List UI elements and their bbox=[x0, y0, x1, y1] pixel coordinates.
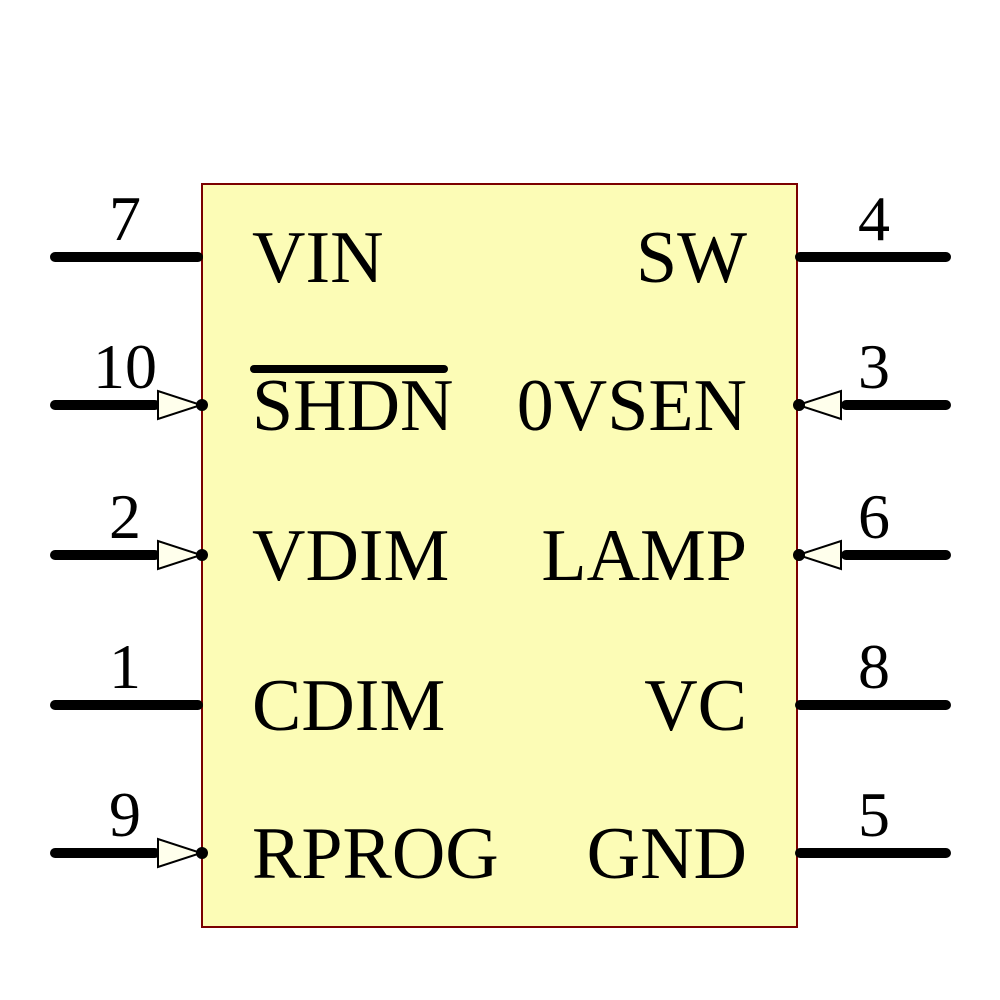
pin-10-number: 10 bbox=[93, 331, 157, 402]
pin-6-number: 6 bbox=[858, 481, 890, 552]
pin-4-line bbox=[795, 252, 951, 262]
pin-name-shdn: SHDN bbox=[252, 365, 454, 447]
pin-name-vin: VIN bbox=[252, 217, 384, 299]
symbol-body bbox=[201, 183, 798, 928]
pin-10-input-arrow-icon bbox=[157, 389, 203, 421]
pin-9-number: 9 bbox=[109, 779, 141, 850]
pin-2-number: 2 bbox=[109, 481, 141, 552]
pin-6-tip-dot bbox=[793, 549, 805, 561]
pin-5-number: 5 bbox=[858, 779, 890, 850]
pin-6-line bbox=[841, 550, 951, 560]
pin-2-tip-dot bbox=[196, 549, 208, 561]
pin-name-gnd: GND bbox=[586, 813, 747, 895]
pin-8-line bbox=[795, 700, 951, 710]
pin-4-number: 4 bbox=[858, 183, 890, 254]
pin-8-number: 8 bbox=[858, 631, 890, 702]
pin-3-line bbox=[841, 400, 951, 410]
pin-name-cdim: CDIM bbox=[252, 665, 446, 747]
pin-9-input-arrow-icon bbox=[157, 837, 203, 869]
pin-name-lamp: LAMP bbox=[541, 515, 747, 597]
pin-6-input-arrow-icon bbox=[796, 539, 842, 571]
pin-1-number: 1 bbox=[109, 631, 141, 702]
pin-10-line bbox=[50, 400, 160, 410]
pin-name-vdim: VDIM bbox=[252, 515, 450, 597]
pin-7-number: 7 bbox=[109, 183, 141, 254]
pin-name-vc: VC bbox=[644, 665, 747, 747]
pin-7-line bbox=[50, 252, 203, 262]
pin-name-rprog: RPROG bbox=[252, 813, 499, 895]
pin-name-0vsen: 0VSEN bbox=[516, 365, 747, 447]
shdn-overline bbox=[250, 365, 448, 373]
pin-3-number: 3 bbox=[858, 331, 890, 402]
pin-5-line bbox=[795, 848, 951, 858]
pin-name-sw: SW bbox=[636, 217, 747, 299]
pin-9-line bbox=[50, 848, 160, 858]
pin-3-tip-dot bbox=[793, 399, 805, 411]
pin-9-tip-dot bbox=[196, 847, 208, 859]
pin-3-input-arrow-icon bbox=[796, 389, 842, 421]
pin-10-tip-dot bbox=[196, 399, 208, 411]
pin-2-line bbox=[50, 550, 160, 560]
pin-2-input-arrow-icon bbox=[157, 539, 203, 571]
pin-1-line bbox=[50, 700, 203, 710]
